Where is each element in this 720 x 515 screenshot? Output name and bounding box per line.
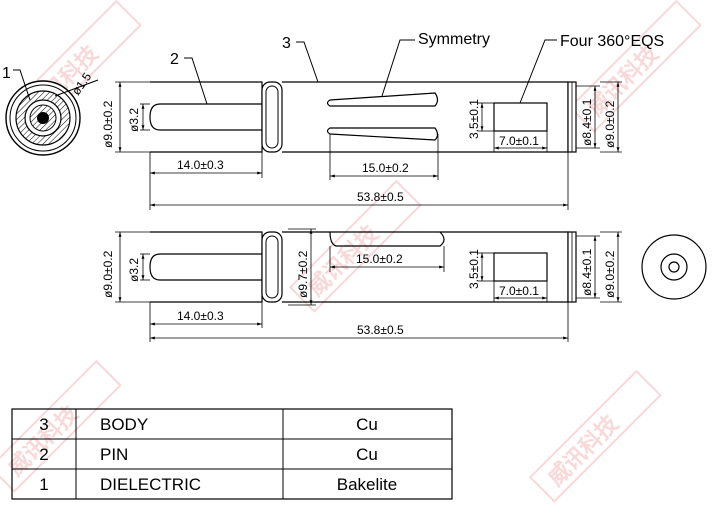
part-name: DIELECTRIC	[100, 475, 201, 494]
callout-symmetry-leader	[381, 39, 415, 97]
dim-bot-phi97: ø9.7±0.2	[296, 250, 310, 298]
flange	[261, 81, 283, 153]
dim-bot-slot-w: 7.0±0.1	[499, 284, 539, 298]
dim-top-phi90-left: ø9.0±0.2	[101, 100, 115, 148]
end-view-front: ø1.5	[5, 70, 99, 156]
watermark-stamp: 威讯科技	[528, 369, 662, 503]
dim-top-slit-len: 15.0±0.2	[362, 161, 409, 175]
slot-window	[493, 252, 548, 282]
bottom-dimensions: ø9.0±0.2 ø3.2 ø9.7±0.2 15.0±0.2 3.5±0.1 …	[101, 228, 622, 342]
slit-upper	[326, 92, 439, 107]
callout-four-eqs-leader	[519, 39, 557, 104]
dim-bot-slot-h: 3.5±0.1	[467, 249, 481, 289]
dim-top-phi90-right: ø9.0±0.2	[603, 100, 617, 148]
dim-top-pin-len: 14.0±0.3	[177, 158, 224, 172]
dim-top-total-len: 53.8±0.5	[357, 190, 404, 204]
callout-1: 1	[2, 65, 11, 82]
part-name: BODY	[100, 415, 148, 434]
slit-lower	[326, 127, 439, 141]
dim-top-phi84: ø8.4±0.1	[580, 98, 594, 146]
part-number: 1	[39, 475, 48, 494]
dim-bot-phi84: ø8.4±0.1	[580, 248, 594, 296]
part-material: Cu	[356, 415, 378, 434]
top-dimensions: ø9.0±0.2 ø3.2 14.0±0.3 15.0±0.2 53.8±0.5…	[101, 81, 622, 210]
callout-2: 2	[170, 51, 179, 68]
dim-bot-phi90-left: ø9.0±0.2	[101, 250, 115, 298]
dim-top-slot-w: 7.0±0.1	[499, 134, 539, 148]
dim-bot-phi90-right: ø9.0±0.2	[603, 250, 617, 298]
bottom-side-view	[149, 231, 577, 303]
callout-symmetry: Symmetry	[418, 31, 490, 48]
table-row: 2 PIN Cu	[39, 445, 378, 464]
table-row: 3 BODY Cu	[39, 415, 378, 434]
callout-2-leader	[184, 57, 208, 105]
part-number: 3	[39, 415, 48, 434]
part-material: Bakelite	[337, 475, 397, 494]
part-number: 2	[39, 445, 48, 464]
end-view-rear	[641, 234, 707, 300]
callout-3-leader	[296, 41, 319, 83]
callout-four-eqs: Four 360°EQS	[560, 33, 664, 50]
part-material: Cu	[356, 445, 378, 464]
callout-1-leader	[13, 69, 31, 101]
callout-3: 3	[282, 35, 291, 52]
top-side-view	[149, 81, 577, 153]
watermark-text: 威讯科技	[543, 410, 624, 491]
phi15-leader	[54, 79, 99, 97]
table-row: 1 DIELECTRIC Bakelite	[39, 475, 397, 494]
pin-outline	[149, 253, 262, 281]
flange	[261, 231, 283, 303]
dim-top-phi32: ø3.2	[127, 108, 141, 132]
dim-bot-slit-len: 15.0±0.2	[356, 252, 403, 266]
slit-edge	[329, 231, 445, 247]
dim-bot-pin-len: 14.0±0.3	[177, 309, 224, 323]
part-name: PIN	[100, 445, 128, 464]
slot-window	[493, 102, 548, 132]
dim-bot-phi32: ø3.2	[127, 258, 141, 282]
dim-bot-total-len: 53.8±0.5	[357, 323, 404, 337]
pin-outline	[149, 103, 262, 131]
dim-top-slot-h: 3.5±0.1	[467, 99, 481, 139]
parts-table: 3 BODY Cu 2 PIN Cu 1 DIELECTRIC Bakelite	[11, 408, 453, 500]
